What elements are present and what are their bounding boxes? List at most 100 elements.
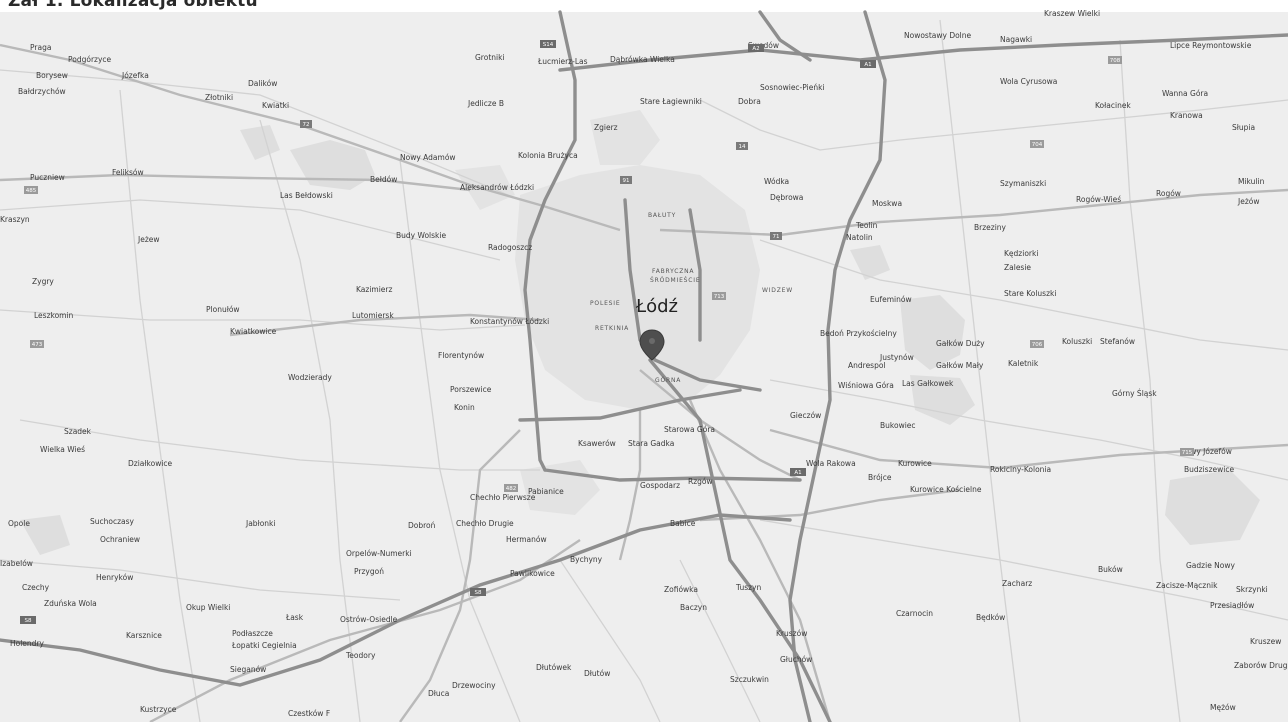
place-label: Florentynów <box>438 351 484 360</box>
place-label: Sosnowiec-Pieńki <box>760 83 825 92</box>
place-label: Czarnocin <box>896 609 933 618</box>
district-label: WIDZEW <box>762 287 793 294</box>
place-label: Baczyn <box>680 603 707 612</box>
place-label: Moskwa <box>872 199 902 208</box>
place-label: Drzewociny <box>452 681 496 690</box>
place-label: Sieganów <box>230 665 266 674</box>
district-label: ŚRÓDMIEŚCIE <box>650 277 700 284</box>
place-label: Józefka <box>121 71 149 80</box>
road-shield: A2 <box>748 44 764 52</box>
place-label: Bełdów <box>370 175 397 184</box>
place-label: Kranowa <box>1170 111 1203 120</box>
svg-text:S8: S8 <box>25 618 32 624</box>
place-label: Zacisze-Mącznik <box>1156 581 1218 590</box>
svg-text:482: 482 <box>506 486 517 492</box>
place-label: Henryków <box>96 573 133 582</box>
place-label: Bychyny <box>570 555 603 564</box>
place-label: Tuszyn <box>735 583 761 592</box>
highway-north-east <box>758 10 812 62</box>
place-label: Justynów <box>879 353 914 362</box>
place-label: Rogów-Wieś <box>1076 195 1121 204</box>
place-label: Rokiciny-Kolonia <box>990 465 1051 474</box>
place-label: Kwiatki <box>262 101 289 110</box>
place-label: Ochraniew <box>100 535 140 544</box>
highway-a2 <box>558 33 1288 72</box>
road-shield: S8 <box>470 588 486 596</box>
place-label: Kazimierz <box>356 285 392 294</box>
place-label: Wódka <box>764 177 789 186</box>
svg-text:A1: A1 <box>864 62 871 68</box>
forest-area <box>1165 470 1260 545</box>
minor-roads <box>0 19 1288 722</box>
place-label: Dębrowa <box>770 193 803 202</box>
forest-area <box>240 125 280 160</box>
place-label: Dobra <box>738 97 761 106</box>
place-label: Kurowice Kościelne <box>910 485 982 494</box>
southern-ring <box>543 468 802 482</box>
place-label: Karsznice <box>126 631 162 640</box>
place-label: Pawlikowice <box>510 569 555 578</box>
svg-text:91: 91 <box>623 178 630 184</box>
place-label: Babice <box>670 519 696 528</box>
road-shield: 485 <box>24 186 38 194</box>
place-label: Gospodarz <box>640 481 680 490</box>
regional-roads <box>0 43 1288 722</box>
district-label: RETKINIA <box>595 325 629 332</box>
place-label: Jeżów <box>1237 197 1260 206</box>
location-pin-icon[interactable] <box>639 329 665 361</box>
place-label: Jeżew <box>137 235 160 244</box>
road-shield: 14 <box>736 142 748 150</box>
svg-text:704: 704 <box>1032 142 1043 148</box>
place-label: Gieczów <box>790 411 821 420</box>
place-label: Eufeminów <box>870 295 912 304</box>
place-label: Głuchów <box>780 655 812 664</box>
place-label: Zacharz <box>1002 579 1032 588</box>
svg-text:713: 713 <box>714 294 725 300</box>
place-label: Złotniki <box>205 93 233 102</box>
forest-area <box>900 295 965 370</box>
district-label: POLESIE <box>590 300 620 307</box>
forest-area <box>850 245 890 280</box>
place-label: Porszewice <box>450 385 492 394</box>
road-shield: 713 <box>712 292 726 300</box>
road-shields: S14 A1 A1 S8 A2 S8 71 72 91 14 715 713 7… <box>20 40 1194 624</box>
place-label: Izabelów <box>0 559 33 568</box>
place-label: Holendry <box>10 639 45 648</box>
place-label: Zofiówka <box>664 585 698 594</box>
place-label: Teodory <box>345 651 376 660</box>
place-label: Buków <box>1098 565 1123 574</box>
zgierz-urban-area <box>590 110 660 165</box>
district-label: FABRYCZNA <box>652 268 694 275</box>
eastern-arterial <box>688 208 702 342</box>
place-label: Wanna Góra <box>1162 89 1208 98</box>
place-label: Mężów <box>1210 703 1236 712</box>
place-label: Wodzierady <box>288 373 332 382</box>
place-label: Zaborów Drugi <box>1234 661 1288 670</box>
place-label: Budziszewice <box>1184 465 1234 474</box>
place-label: Czechy <box>22 583 50 592</box>
place-label: Dalików <box>248 79 277 88</box>
place-label: Podgórzyce <box>68 55 112 64</box>
place-label: Przygoń <box>354 567 384 576</box>
place-label: Dąbrówka Wielka <box>610 55 675 64</box>
road-shield: 72 <box>300 120 312 128</box>
place-label: Szadek <box>64 427 92 436</box>
place-label: Bukowiec <box>880 421 916 430</box>
svg-text:72: 72 <box>303 122 310 128</box>
place-label: Brójce <box>868 473 892 482</box>
place-label: Dłuca <box>428 689 449 698</box>
place-label: Zduńska Wola <box>44 599 97 608</box>
road-shield: 473 <box>30 340 44 348</box>
road-shield: 482 <box>504 484 518 492</box>
svg-text:14: 14 <box>739 144 746 150</box>
road-shield: 708 <box>1108 56 1122 64</box>
place-label: Dobroń <box>408 521 436 530</box>
place-label: Grotniki <box>475 53 505 62</box>
place-label: Kraszew Wielki <box>1044 9 1100 18</box>
inner-southern-road <box>518 388 742 422</box>
place-label: Skrzynki <box>1236 585 1268 594</box>
place-label: Nowostawy Dolne <box>904 31 972 40</box>
road-shield: S14 <box>540 40 556 48</box>
